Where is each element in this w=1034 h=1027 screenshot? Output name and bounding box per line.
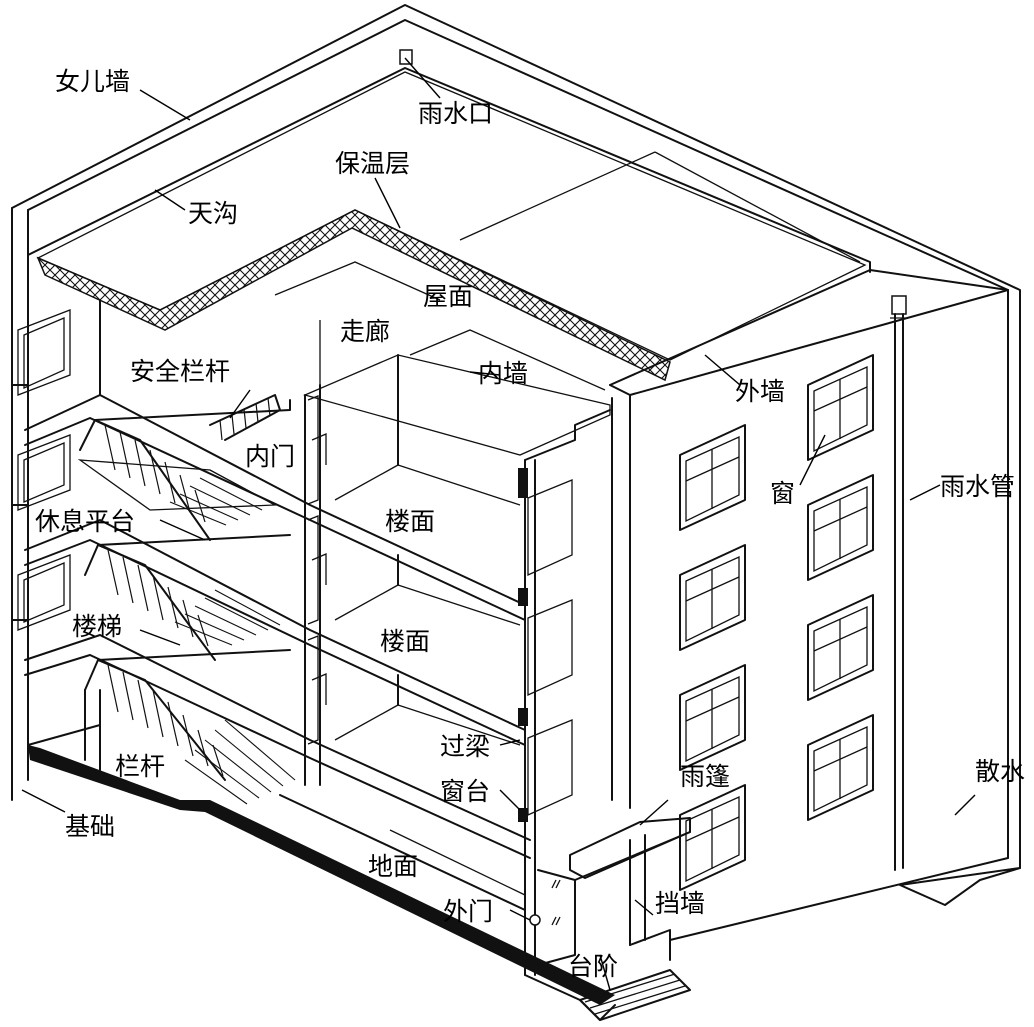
label-steps: 台阶 bbox=[568, 952, 618, 981]
stairs bbox=[77, 394, 296, 805]
entrance bbox=[524, 817, 691, 1021]
parapet-outline bbox=[11, 4, 1021, 869]
left-wall bbox=[11, 309, 71, 631]
apron bbox=[899, 867, 1021, 906]
label-ground: 地面 bbox=[368, 852, 418, 881]
label-stairs: 楼梯 bbox=[72, 612, 122, 641]
labels: 女儿墙 雨水口 保温层 天沟 屋面 走廊 内墙 安全栏杆 外墙 内门 窗 雨水管… bbox=[35, 67, 1025, 981]
label-corridor: 走廊 bbox=[340, 317, 390, 346]
floor-slabs bbox=[24, 299, 531, 859]
label-parapet: 女儿墙 bbox=[55, 67, 130, 96]
label-outer-door: 外门 bbox=[443, 897, 493, 926]
roof-drain bbox=[399, 49, 413, 65]
label-landing: 休息平台 bbox=[35, 507, 135, 536]
label-railing: 栏杆 bbox=[115, 752, 165, 781]
label-inner-wall: 内墙 bbox=[478, 359, 528, 388]
label-foundation: 基础 bbox=[65, 812, 115, 841]
leader-lines bbox=[21, 57, 976, 991]
label-window: 窗 bbox=[770, 479, 795, 508]
label-insulation: 保温层 bbox=[335, 149, 410, 178]
inner-doors bbox=[307, 395, 327, 745]
label-canopy: 雨篷 bbox=[680, 762, 730, 791]
section-windows bbox=[518, 468, 573, 822]
label-retaining-wall: 挡墙 bbox=[655, 889, 705, 918]
label-apron: 散水 bbox=[975, 757, 1025, 786]
interior-room bbox=[274, 261, 611, 976]
ground-base bbox=[27, 724, 615, 1005]
label-safety-railing: 安全栏杆 bbox=[130, 357, 230, 386]
outer-wall-face bbox=[609, 269, 1009, 941]
rain-downpipe bbox=[890, 295, 908, 871]
label-roof-drain: 雨水口 bbox=[418, 99, 493, 128]
label-outer-wall: 外墙 bbox=[735, 377, 785, 406]
label-floor-upper: 楼面 bbox=[385, 507, 435, 536]
insulation-layer bbox=[36, 209, 671, 382]
label-floor-lower: 楼面 bbox=[380, 627, 430, 656]
label-inner-door: 内门 bbox=[245, 442, 295, 471]
label-roof: 屋面 bbox=[423, 282, 473, 311]
label-lintel: 过梁 bbox=[440, 732, 490, 761]
label-downpipe: 雨水管 bbox=[940, 472, 1015, 501]
outer-wall-windows bbox=[679, 354, 874, 891]
label-gutter: 天沟 bbox=[188, 199, 238, 228]
label-sill: 窗台 bbox=[440, 777, 490, 806]
